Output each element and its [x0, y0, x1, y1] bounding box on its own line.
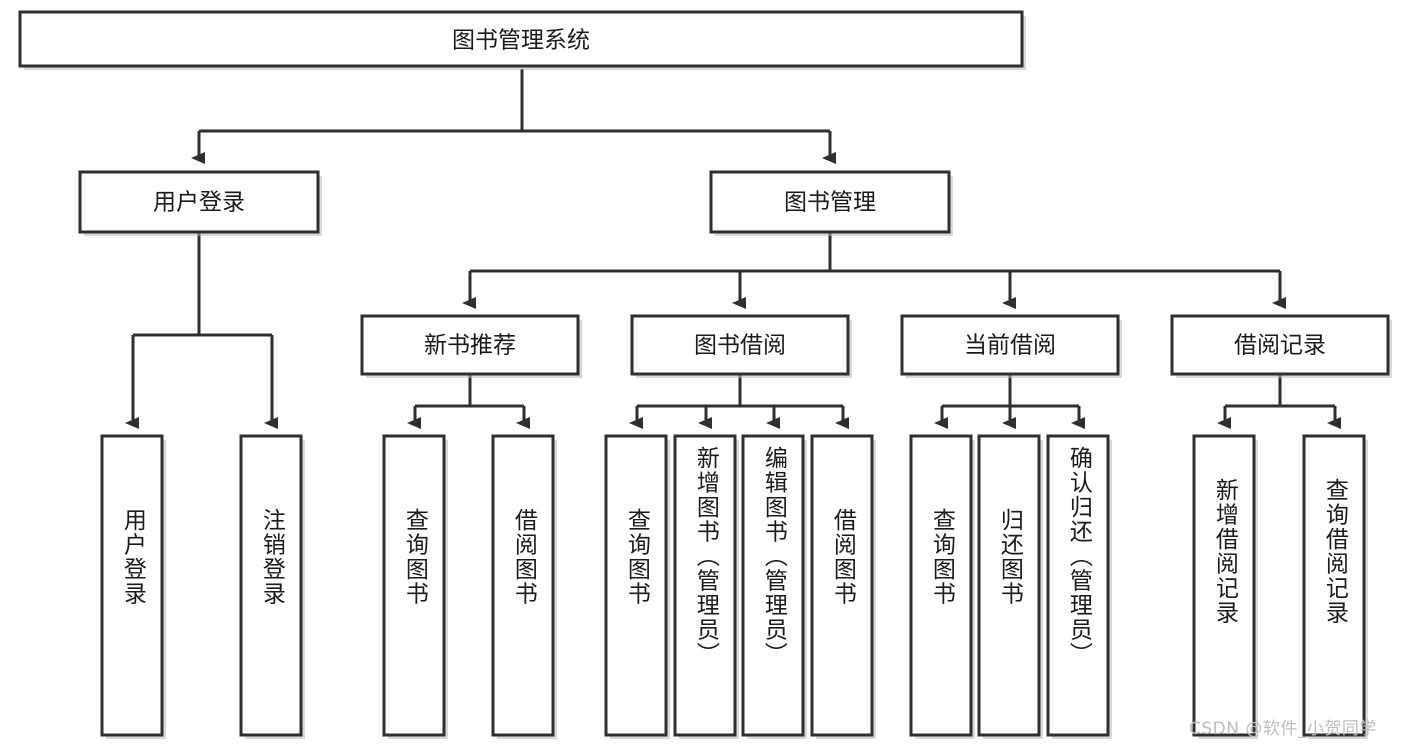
leaf-node-borrow-add-book[interactable] — [673, 434, 739, 739]
node-label: 当前借阅 — [964, 333, 1056, 359]
leaf-node-current-confirm-return[interactable] — [1046, 434, 1112, 739]
edge-group-borrow-record-to-leaves — [1217, 375, 1341, 429]
node-book-management[interactable]: 图书管理 — [709, 170, 953, 236]
leaf-node-borrow-edit-book[interactable] — [741, 434, 807, 739]
node-current-borrow[interactable]: 当前借阅 — [900, 314, 1122, 378]
leaf-node-record-query-record[interactable] — [1302, 434, 1368, 739]
node-label: 用户登录 — [153, 190, 245, 216]
edge-group-booklmanage-to-level3 — [462, 233, 1286, 309]
node-new-book-recommend[interactable]: 新书推荐 — [360, 314, 582, 378]
leaf-node-record-add-record[interactable] — [1192, 434, 1258, 739]
node-root-book-management-system[interactable]: 图书管理系统 — [18, 10, 1026, 70]
node-label: 图书管理系统 — [452, 28, 590, 54]
edge-group-new-book-to-leaves — [407, 375, 530, 429]
leaf-node-user-login-logout[interactable] — [239, 434, 305, 739]
node-label: 新书推荐 — [424, 333, 516, 359]
watermark-text: CSDN @软件_小贺同学 — [1189, 719, 1377, 739]
node-label: 借阅记录 — [1234, 333, 1326, 359]
edge-group-user-login-to-leaves — [125, 233, 278, 429]
edge-group-book-borrow-to-leaves — [629, 375, 849, 429]
node-user-login[interactable]: 用户登录 — [78, 170, 322, 236]
node-label: 图书借阅 — [694, 333, 786, 359]
leaf-node-current-query-book[interactable] — [909, 434, 975, 739]
leaf-node-user-login-login[interactable] — [100, 434, 166, 739]
leaf-node-new-book-query[interactable] — [382, 434, 448, 739]
node-book-borrow[interactable]: 图书借阅 — [630, 314, 852, 378]
edge-group-current-borrow-to-leaves — [934, 375, 1085, 429]
leaf-node-current-return-book[interactable] — [977, 434, 1043, 739]
node-borrow-record[interactable]: 借阅记录 — [1170, 314, 1392, 378]
node-label: 图书管理 — [784, 190, 876, 216]
leaf-node-borrow-borrow-book[interactable] — [810, 434, 876, 739]
edge-group-root-to-level2 — [191, 69, 836, 164]
leaf-node-borrow-query-book[interactable] — [604, 434, 670, 739]
leaf-node-new-book-borrow[interactable] — [491, 434, 557, 739]
